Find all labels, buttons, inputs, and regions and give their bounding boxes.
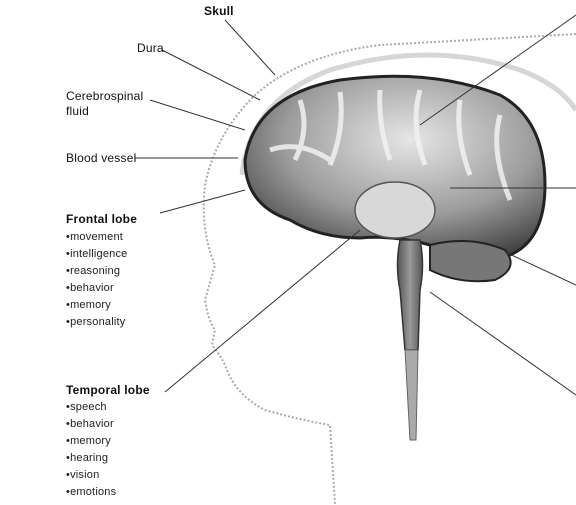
frontal-function-item: intelligence (66, 246, 128, 263)
temporal-lobe-functions: speech behavior memory hearing vision em… (66, 399, 116, 501)
temporal-lobe-leader (165, 230, 360, 392)
csf-label-line2: fluid (66, 105, 89, 118)
frontal-function-item: behavior (66, 280, 128, 297)
dura-label: Dura (137, 42, 164, 55)
dura-leader (162, 50, 260, 100)
temporal-function-item: behavior (66, 416, 116, 433)
temporal-function-item: memory (66, 433, 116, 450)
temporal-lobe-label: Temporal lobe (66, 384, 150, 397)
brain-stem (398, 240, 423, 350)
skull-label: Skull (204, 5, 234, 18)
frontal-lobe-leader (160, 190, 245, 213)
right-leader-3 (505, 252, 576, 285)
frontal-function-item: movement (66, 229, 128, 246)
frontal-lobe-label: Frontal lobe (66, 213, 137, 226)
csf-label-line1: Cerebrospinal (66, 90, 143, 103)
blood-vessel-label: Blood vessel (66, 152, 136, 165)
cerebellum (430, 241, 511, 281)
spinal-cord (405, 350, 418, 440)
temporal-function-item: emotions (66, 484, 116, 501)
midbrain (355, 182, 435, 238)
temporal-function-item: vision (66, 467, 116, 484)
temporal-function-item: speech (66, 399, 116, 416)
temporal-function-item: hearing (66, 450, 116, 467)
frontal-lobe-functions: movement intelligence reasoning behavior… (66, 229, 128, 331)
csf-leader (150, 100, 245, 130)
frontal-function-item: reasoning (66, 263, 128, 280)
right-leader-4 (430, 292, 576, 395)
skull-leader (225, 20, 275, 75)
frontal-function-item: personality (66, 314, 128, 331)
frontal-function-item: memory (66, 297, 128, 314)
